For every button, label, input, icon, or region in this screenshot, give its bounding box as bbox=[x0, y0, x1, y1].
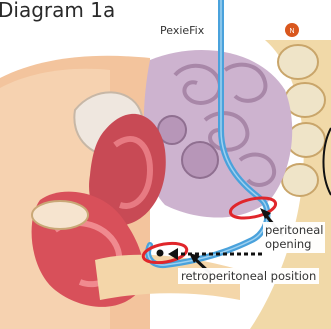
callout-peritoneal-line2: opening bbox=[265, 237, 323, 251]
opening-dot bbox=[157, 250, 164, 257]
callout-peritoneal-line1: peritoneal bbox=[265, 223, 323, 237]
callout-peritoneal-opening: peritoneal opening bbox=[263, 222, 325, 253]
pubic-bone bbox=[32, 201, 88, 229]
callout-retroperitoneal-position: retroperitoneal position bbox=[178, 268, 319, 284]
brand-badge-text: N bbox=[289, 28, 294, 35]
device-label: PexieFix bbox=[160, 25, 204, 36]
bowel bbox=[144, 50, 292, 218]
diagram-title: Diagram 1a bbox=[0, 0, 115, 20]
